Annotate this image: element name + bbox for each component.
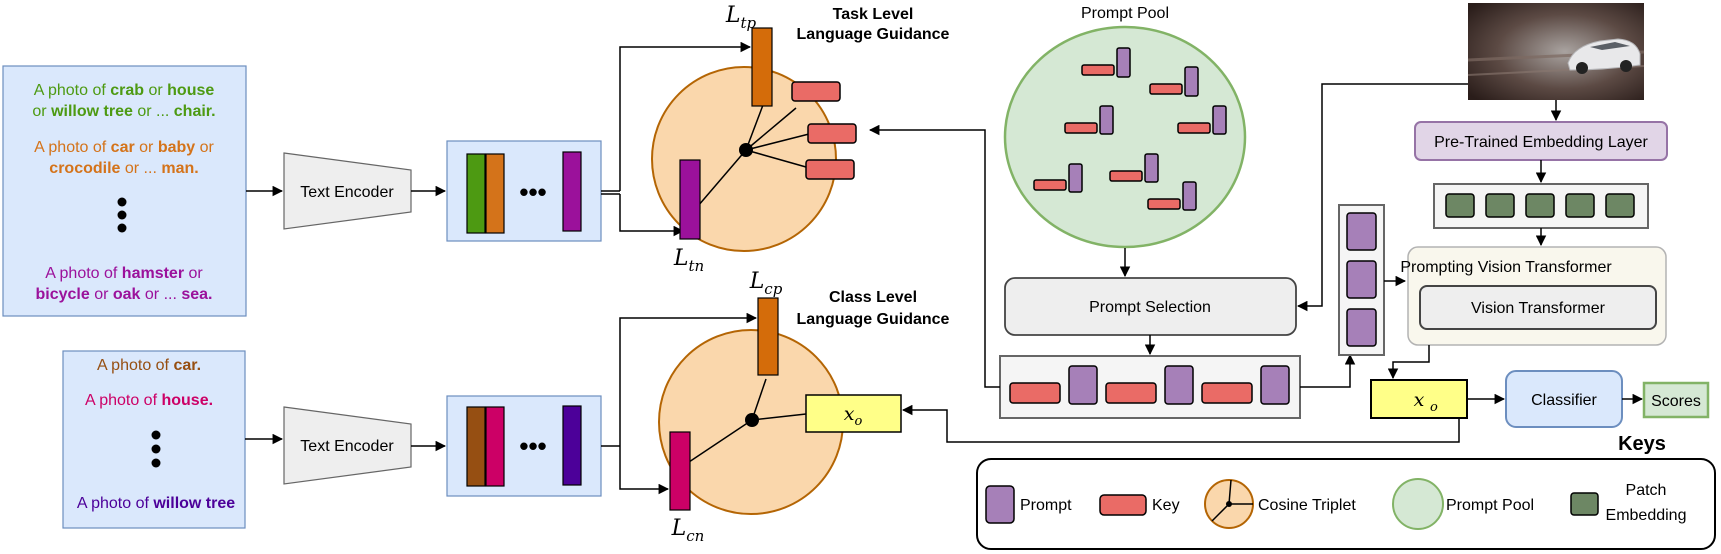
horizontal-ellipsis-icon: ••• [519, 177, 546, 207]
vision-transformer-label: Vision Transformer [1471, 300, 1606, 317]
svg-text:Cosine Triplet: Cosine Triplet [1258, 497, 1356, 514]
class-embedding-connectors [601, 312, 758, 495]
prompt-selection-block: Prompt Selection [1004, 277, 1297, 336]
input-car-image [1467, 3, 1645, 100]
svg-text:o: o [1430, 400, 1438, 415]
class-text-embeddings: ••• [446, 395, 602, 497]
pretrained-embedding-layer: Pre-Trained Embedding Layer [1414, 121, 1668, 161]
legend-key: Key [1099, 494, 1180, 516]
svg-text:Text Encoder: Text Encoder [300, 438, 394, 455]
horizontal-ellipsis-icon: ••• [519, 431, 546, 461]
loss-label-cp: Lcp [749, 269, 783, 298]
svg-text:Prompt: Prompt [1020, 497, 1072, 514]
svg-text:Text Encoder: Text Encoder [300, 184, 394, 201]
task-prompt-line-3: A photo of car or baby or [34, 139, 214, 156]
class-prompts-panel: A photo of car. A photo of house. A phot… [62, 350, 246, 529]
task-prompts-panel: A photo of crab or house or willow tree … [2, 65, 247, 317]
class-prompt-line-2: A photo of house. [85, 392, 213, 409]
loss-label-cn: Lcn [671, 516, 705, 545]
scores-block: Scores [1642, 381, 1710, 419]
keys-legend: Prompt Key Cosine Triplet Prompt Pool Pa… [976, 458, 1716, 550]
task-guidance-title: Task Level [833, 6, 914, 23]
feature-xo-box: x o [1370, 379, 1468, 419]
legend-prompt: Prompt [985, 485, 1072, 524]
prompt-pool-title: Prompt Pool [1081, 5, 1169, 22]
legend-patch-embedding: Patch Embedding [1570, 482, 1687, 524]
selected-prompt-key-row [999, 355, 1301, 419]
class-guidance-title: Class Level [829, 289, 917, 306]
selected-prompt-stack [1338, 204, 1385, 356]
task-guidance-subtitle: Language Guidance [797, 26, 950, 43]
svg-text:Prompt Selection: Prompt Selection [1089, 299, 1211, 316]
xo-label: xo [844, 403, 863, 429]
svg-text:Scores: Scores [1651, 393, 1701, 410]
task-embedding-connectors [601, 41, 752, 237]
loss-label-tn: Ltn [673, 246, 704, 275]
svg-text:Key: Key [1152, 497, 1180, 514]
svg-text:Patch: Patch [1626, 482, 1667, 499]
class-prompt-line-1: A photo of car. [97, 357, 201, 374]
class-text-encoder: Text Encoder [283, 406, 412, 485]
task-text-embeddings: ••• [446, 140, 602, 242]
task-prompt-line-6: bicycle or oak or ... sea. [35, 286, 212, 303]
svg-text:x: x [1414, 389, 1425, 411]
legend-prompt-pool: Prompt Pool [1392, 478, 1534, 530]
classifier-block: Classifier [1505, 370, 1623, 428]
task-text-encoder: Text Encoder [283, 152, 412, 230]
class-guidance-subtitle: Language Guidance [797, 311, 950, 328]
svg-text:Prompting Vision Transformer: Prompting Vision Transformer [1400, 259, 1612, 276]
task-prompt-line-5: A photo of hamster or [45, 265, 203, 282]
task-prompt-line-1: A photo of crab or house [34, 82, 215, 99]
svg-text:Classifier: Classifier [1531, 392, 1597, 409]
svg-text:Prompt Pool: Prompt Pool [1446, 497, 1534, 514]
task-prompt-line-2: or willow tree or ... chair. [32, 103, 215, 120]
class-prompt-line-3: A photo of willow tree [77, 495, 235, 512]
prompt-pool [1003, 25, 1247, 249]
vertical-ellipsis-icon [151, 430, 161, 468]
task-cosine-triplet-sphere [651, 27, 857, 252]
class-cosine-triplet-sphere: xo [658, 297, 902, 515]
loss-label-tp: Ltp [725, 3, 757, 32]
task-prompt-line-4: crocodile or ... man. [49, 160, 198, 177]
patch-embeddings [1433, 183, 1649, 229]
svg-text:Embedding: Embedding [1606, 507, 1687, 524]
keys-title: Keys [1618, 433, 1666, 455]
vertical-ellipsis-icon [117, 197, 127, 233]
legend-cosine-triplet: Cosine Triplet [1204, 479, 1356, 529]
prompting-vision-transformer: Prompting Vision Transformer Vision Tran… [1400, 246, 1667, 346]
svg-text:Pre-Trained Embedding Layer: Pre-Trained Embedding Layer [1434, 134, 1648, 151]
